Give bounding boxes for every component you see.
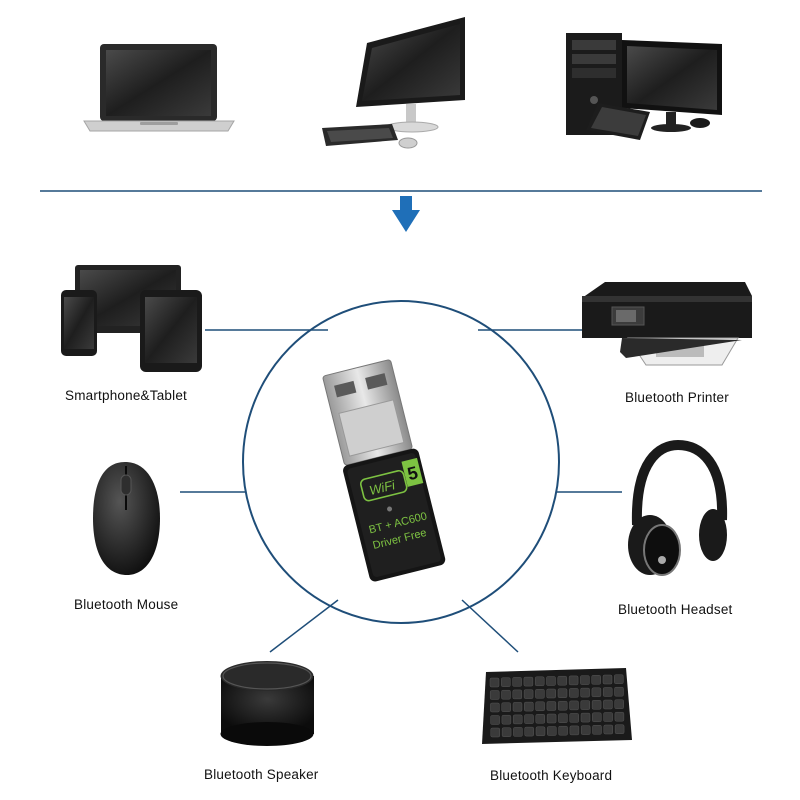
keyboard-key bbox=[489, 690, 500, 700]
led-indicator bbox=[387, 506, 393, 512]
keyboard-key bbox=[580, 700, 591, 710]
keyboard-key bbox=[501, 677, 511, 687]
keyboard-key bbox=[546, 713, 557, 724]
monitor-icon bbox=[322, 17, 465, 149]
keyboard-key bbox=[558, 725, 568, 736]
keyboard-key bbox=[591, 675, 601, 685]
keyboard-key bbox=[546, 676, 556, 686]
keyboard-key bbox=[535, 689, 545, 699]
keyboard-key bbox=[580, 687, 590, 698]
keyboard-key bbox=[546, 701, 557, 711]
keyboard-key bbox=[513, 727, 523, 737]
pc-tower-icon bbox=[566, 33, 722, 140]
smartphone-tablet-icon bbox=[61, 265, 202, 372]
keyboard-key bbox=[568, 675, 579, 686]
keyboard-key bbox=[569, 700, 579, 711]
keyboard-key bbox=[603, 699, 613, 710]
keyboard-key bbox=[592, 725, 602, 735]
keyboard-key bbox=[512, 677, 522, 687]
adapter-logo-number: 5 bbox=[405, 462, 420, 484]
keyboard-key bbox=[512, 689, 523, 700]
connection-lines bbox=[180, 329, 622, 653]
keyboard-key bbox=[558, 713, 568, 723]
printer-icon bbox=[582, 282, 752, 366]
keyboard-key bbox=[591, 687, 602, 698]
keyboard-key bbox=[489, 677, 500, 688]
keyboard-key bbox=[602, 687, 613, 697]
keyboard-key bbox=[591, 700, 602, 710]
keyboard-icon bbox=[482, 668, 632, 744]
keyboard-key bbox=[524, 701, 534, 712]
keyboard-key bbox=[490, 715, 500, 725]
label-headset: Bluetooth Headset bbox=[618, 602, 733, 617]
label-printer: Bluetooth Printer bbox=[625, 390, 729, 405]
label-keyboard: Bluetooth Keyboard bbox=[490, 768, 613, 783]
headset-icon bbox=[628, 439, 728, 576]
keyboard-key bbox=[557, 700, 568, 711]
keyboard-key bbox=[557, 675, 568, 686]
keyboard-key bbox=[614, 724, 625, 734]
laptop-icon bbox=[83, 44, 235, 132]
keyboard-key bbox=[547, 726, 557, 736]
keyboard-key bbox=[614, 699, 624, 709]
keyboard-key bbox=[523, 676, 534, 687]
keyboard-key bbox=[569, 688, 579, 698]
keyboard-key bbox=[592, 712, 602, 723]
keyboard-key bbox=[512, 714, 523, 725]
label-speaker: Bluetooth Speaker bbox=[204, 767, 319, 782]
keyboard-key bbox=[580, 712, 591, 723]
label-smartphone-tablet: Smartphone&Tablet bbox=[65, 388, 187, 403]
keyboard-key bbox=[501, 702, 511, 712]
mouse-icon bbox=[93, 462, 160, 575]
keyboard-key bbox=[490, 727, 501, 738]
arrow-down-icon bbox=[392, 196, 420, 232]
keyboard-key bbox=[569, 713, 579, 723]
keyboard-key bbox=[501, 714, 512, 725]
keyboard-key bbox=[501, 727, 512, 737]
keyboard-key bbox=[603, 724, 614, 735]
keyboard-key bbox=[614, 686, 624, 697]
keyboard-key bbox=[580, 725, 591, 735]
keyboard-key bbox=[546, 688, 556, 699]
keyboard-key bbox=[535, 726, 546, 737]
keyboard-key bbox=[512, 702, 523, 712]
keyboard-key bbox=[535, 714, 546, 724]
keyboard-key bbox=[603, 712, 613, 722]
keyboard-key bbox=[523, 689, 534, 699]
label-mouse: Bluetooth Mouse bbox=[74, 597, 179, 612]
keyboard-key bbox=[501, 689, 511, 700]
keyboard-key bbox=[580, 675, 590, 685]
keyboard-key bbox=[490, 702, 500, 713]
keyboard-key bbox=[524, 714, 534, 724]
speaker-icon bbox=[220, 661, 314, 746]
keyboard-key bbox=[535, 701, 545, 712]
keyboard-key bbox=[557, 688, 568, 698]
keyboard-key bbox=[614, 711, 625, 722]
keyboard-key bbox=[602, 674, 613, 685]
wifi-logo-icon bbox=[359, 469, 408, 502]
keyboard-key bbox=[534, 676, 545, 687]
keyboard-key bbox=[569, 725, 580, 736]
adapter-logo-text: WiFi bbox=[368, 477, 398, 498]
keyboard-key bbox=[614, 674, 624, 684]
keyboard-key bbox=[524, 726, 534, 737]
center-circle bbox=[242, 300, 560, 624]
